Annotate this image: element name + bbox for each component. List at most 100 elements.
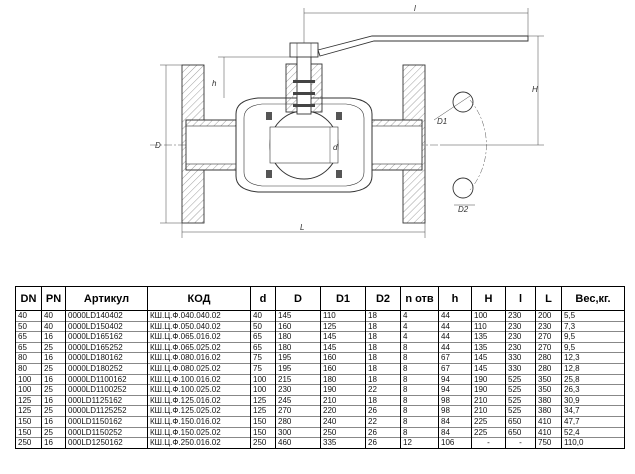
cell-dn: 50 xyxy=(15,320,42,332)
cell-d: 65 xyxy=(250,341,276,353)
cell-weight: 9,5 xyxy=(561,341,625,353)
cell-H: 135 xyxy=(471,331,506,343)
cell-L: 750 xyxy=(535,437,562,449)
cell-holes: 8 xyxy=(400,415,439,428)
cell-l: 330 xyxy=(505,362,536,375)
cell-article: 0000LD180162 xyxy=(65,352,148,364)
cell-pn: 40 xyxy=(41,320,66,332)
cell-h: 84 xyxy=(438,426,472,438)
cell-weight: 12,8 xyxy=(561,362,625,375)
cell-h: 44 xyxy=(438,310,472,322)
cell-code: КШ.Ц.Ф.050.040.02 xyxy=(147,320,251,332)
cell-h: 98 xyxy=(438,394,472,406)
cell-dn: 80 xyxy=(15,362,42,375)
cell-h: 98 xyxy=(438,405,472,417)
seat-left-top xyxy=(266,112,272,120)
cell-l: 525 xyxy=(505,384,536,396)
cell-holes: 8 xyxy=(400,384,439,396)
left-pipe xyxy=(185,119,237,171)
cell-weight: 52,4 xyxy=(561,426,625,438)
cell-code: КШ.Ц.Ф.150.016.02 xyxy=(147,415,251,428)
cell-H: 190 xyxy=(471,373,506,385)
right-pipe-wall-bottom xyxy=(371,163,423,171)
cell-l: 650 xyxy=(505,426,536,438)
cell-D1: 160 xyxy=(320,352,366,364)
cell-pn: 16 xyxy=(41,415,66,428)
cell-D: 145 xyxy=(275,310,321,322)
header-D1: D1 xyxy=(320,286,366,311)
cell-dn: 65 xyxy=(15,341,42,353)
cell-D1: 190 xyxy=(320,384,366,396)
cell-H: 110 xyxy=(471,320,506,332)
cell-article: 0000LD1125252 xyxy=(65,405,148,417)
header-l: l xyxy=(505,286,536,311)
cell-D: 300 xyxy=(275,426,321,438)
ball-bore xyxy=(269,126,339,164)
cell-l: 525 xyxy=(505,394,536,406)
cell-L: 350 xyxy=(535,373,562,385)
cell-D1: 110 xyxy=(320,310,366,322)
cell-D: 460 xyxy=(275,437,321,449)
cell-h: 44 xyxy=(438,320,472,332)
dim-D1: D1 xyxy=(437,117,447,126)
cell-pn: 25 xyxy=(41,384,66,396)
cell-dn: 100 xyxy=(15,373,42,385)
cell-l: 230 xyxy=(505,320,536,332)
cell-l: 525 xyxy=(505,405,536,417)
cell-D1: 240 xyxy=(320,415,366,428)
cell-D: 180 xyxy=(275,341,321,353)
cell-D2: 18 xyxy=(365,320,401,332)
cell-D: 195 xyxy=(275,362,321,375)
cell-article: 0000LD140402 xyxy=(65,310,148,322)
bolt-hole-bottom xyxy=(452,177,474,199)
cell-pn: 25 xyxy=(41,341,66,353)
cell-H: - xyxy=(471,437,506,449)
cell-holes: 12 xyxy=(400,437,439,449)
header-code: КОД xyxy=(147,286,251,311)
cell-l: 650 xyxy=(505,415,536,428)
cell-L: 200 xyxy=(535,310,562,322)
right-pipe-wall-top xyxy=(371,119,423,127)
cell-weight: 47,7 xyxy=(561,415,625,428)
header-holes: n отв xyxy=(400,286,439,311)
cell-code: КШ.Ц.Ф.080.016.02 xyxy=(147,352,251,364)
header-article: Артикул xyxy=(65,286,148,311)
valve-body-inner xyxy=(243,103,365,187)
cell-dn: 40 xyxy=(15,310,42,322)
cell-pn: 16 xyxy=(41,373,66,385)
left-pipe-wall-bottom xyxy=(185,163,237,171)
cell-code: КШ.Ц.Ф.125.016.02 xyxy=(147,394,251,406)
cell-article: 000LD1150162 xyxy=(65,415,148,428)
cell-D2: 18 xyxy=(365,394,401,406)
cell-weight: 25,8 xyxy=(561,373,625,385)
cell-H: 225 xyxy=(471,426,506,438)
seat-left-bottom xyxy=(266,170,272,178)
cell-article: 0000LD150402 xyxy=(65,320,148,332)
cell-holes: 8 xyxy=(400,352,439,364)
cell-H: 135 xyxy=(471,341,506,353)
cell-L: 270 xyxy=(535,341,562,353)
left-pipe-wall-top xyxy=(185,119,237,127)
cell-dn: 125 xyxy=(15,394,42,406)
cell-h: 67 xyxy=(438,352,472,364)
cell-dn: 100 xyxy=(15,384,42,396)
cell-d: 100 xyxy=(250,373,276,385)
cell-d: 150 xyxy=(250,415,276,428)
cell-code: КШ.Ц.Ф.150.025.02 xyxy=(147,426,251,438)
cell-H: 190 xyxy=(471,384,506,396)
cell-l: 330 xyxy=(505,352,536,364)
cell-d: 40 xyxy=(250,310,276,322)
cell-dn: 80 xyxy=(15,352,42,364)
cell-pn: 25 xyxy=(41,426,66,438)
cell-D2: 18 xyxy=(365,352,401,364)
cell-D2: 18 xyxy=(365,341,401,353)
dim-L: L xyxy=(300,223,304,232)
cell-l: 230 xyxy=(505,310,536,322)
cell-pn: 25 xyxy=(41,362,66,375)
dim-H: H xyxy=(532,85,538,94)
cell-article: 0000LD165162 xyxy=(65,331,148,343)
cell-d: 75 xyxy=(250,362,276,375)
